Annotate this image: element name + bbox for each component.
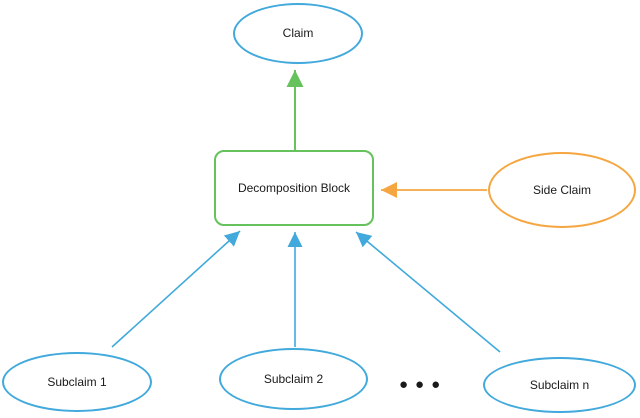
node-decomposition-block-label: Decomposition Block [237,180,351,195]
node-claim-label: Claim [282,26,314,41]
node-side-claim-label: Side Claim [532,182,592,197]
edge-subclaim1-to-decomposition [111,230,241,348]
node-side-claim: Side Claim [488,152,636,228]
node-subclaim-n-label: Subclaim n [529,377,590,392]
node-subclaim-n: Subclaim n [483,357,636,413]
edge-subclaimn-to-decomposition [355,231,501,353]
node-subclaim-1: Subclaim 1 [2,352,152,412]
ellipsis-dots: ●●● [399,375,448,393]
node-subclaim-2: Subclaim 2 [219,348,368,410]
node-decomposition-block: Decomposition Block [214,150,374,226]
node-claim: Claim [233,3,363,64]
node-subclaim-1-label: Subclaim 1 [47,374,107,389]
node-subclaim-2-label: Subclaim 2 [263,371,324,386]
